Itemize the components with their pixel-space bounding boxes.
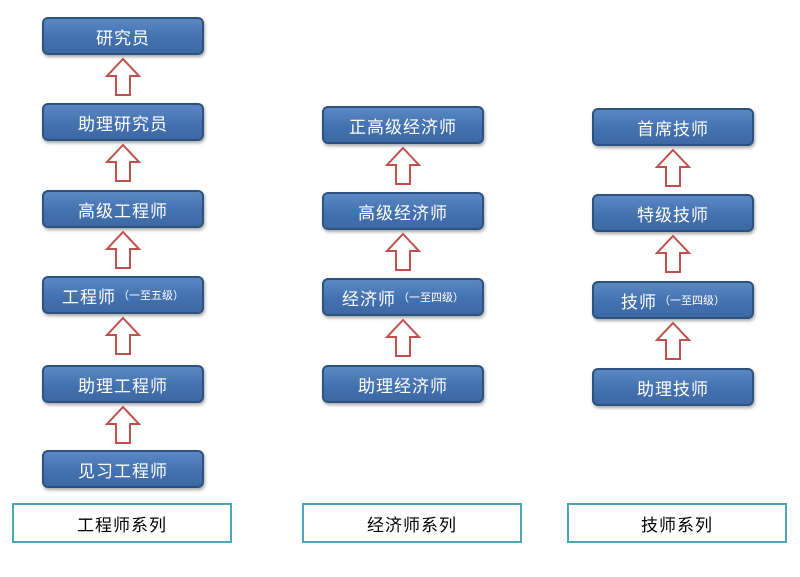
level-box-assistant-economist: 助理经济师 xyxy=(322,365,484,403)
up-arrow-icon xyxy=(655,234,691,273)
level-note: （一至四级） xyxy=(398,291,464,304)
series-label-engineer: 工程师系列 xyxy=(12,503,232,543)
up-arrow-icon xyxy=(105,57,141,96)
level-note: （一至四级） xyxy=(659,294,725,307)
up-arrow-icon xyxy=(105,405,141,444)
up-arrow-icon xyxy=(385,318,421,357)
level-label: 助理技师 xyxy=(637,379,709,400)
level-box-senior-economist: 高级经济师 xyxy=(322,192,484,230)
level-box-assistant-researcher: 助理研究员 xyxy=(42,103,204,141)
level-box-assistant-technician: 助理技师 xyxy=(592,368,754,406)
level-label: 助理工程师 xyxy=(78,376,168,397)
level-box-technician: 技师（一至四级） xyxy=(592,281,754,319)
level-box-trainee-engineer: 见习工程师 xyxy=(42,450,204,488)
level-box-special-technician: 特级技师 xyxy=(592,194,754,232)
level-box-researcher: 研究员 xyxy=(42,17,204,55)
level-box-professor-economist: 正高级经济师 xyxy=(322,106,484,144)
level-box-engineer: 工程师（一至五级） xyxy=(42,276,204,314)
series-label-text: 经济师系列 xyxy=(367,515,457,536)
level-label: 高级工程师 xyxy=(78,201,168,222)
level-box-chief-technician: 首席技师 xyxy=(592,108,754,146)
up-arrow-icon xyxy=(385,232,421,271)
up-arrow-icon xyxy=(105,143,141,182)
level-label: 工程师 xyxy=(62,287,116,308)
level-box-economist: 经济师（一至四级） xyxy=(322,278,484,316)
series-label-text: 技师系列 xyxy=(641,515,713,536)
level-label: 助理研究员 xyxy=(78,114,168,135)
up-arrow-icon xyxy=(655,148,691,187)
up-arrow-icon xyxy=(655,321,691,360)
level-label: 高级经济师 xyxy=(358,203,448,224)
level-box-assistant-engineer: 助理工程师 xyxy=(42,365,204,403)
level-label: 技师 xyxy=(621,292,657,313)
level-label: 正高级经济师 xyxy=(349,117,457,138)
level-box-senior-engineer: 高级工程师 xyxy=(42,190,204,228)
series-label-text: 工程师系列 xyxy=(77,515,167,536)
level-label: 经济师 xyxy=(342,289,396,310)
level-label: 见习工程师 xyxy=(78,461,168,482)
up-arrow-icon xyxy=(105,316,141,355)
level-label: 特级技师 xyxy=(637,205,709,226)
level-label: 首席技师 xyxy=(637,119,709,140)
level-label: 助理经济师 xyxy=(358,376,448,397)
series-label-economist: 经济师系列 xyxy=(302,503,522,543)
up-arrow-icon xyxy=(105,230,141,269)
level-label: 研究员 xyxy=(96,28,150,49)
level-note: （一至五级） xyxy=(118,289,184,302)
series-label-technician: 技师系列 xyxy=(567,503,787,543)
up-arrow-icon xyxy=(385,146,421,185)
